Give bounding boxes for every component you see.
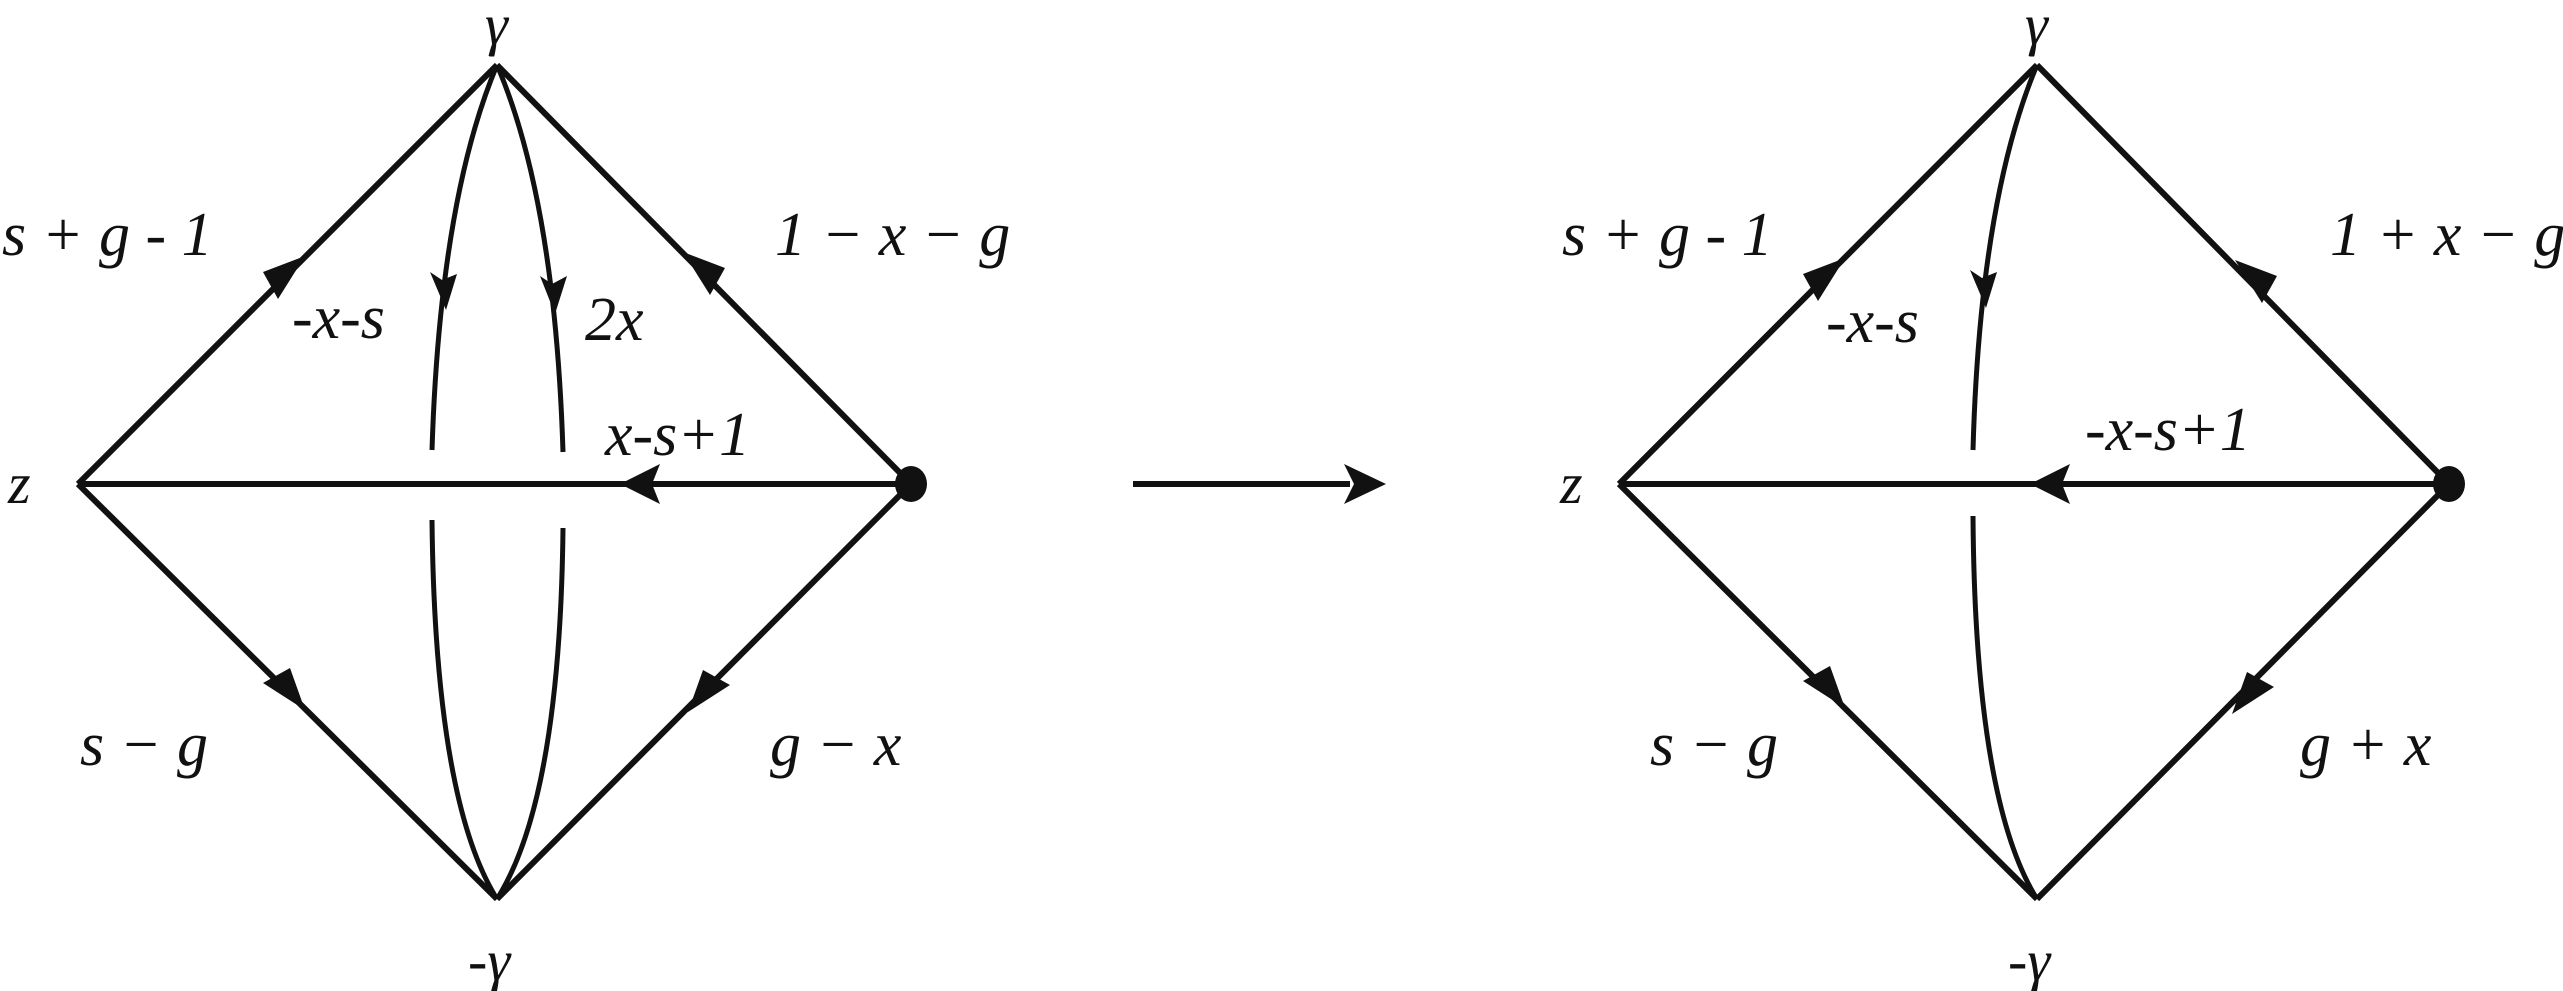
arrowhead-z-to-top-icon bbox=[263, 256, 305, 299]
edge-label-curve-right: 2x bbox=[585, 286, 644, 354]
arrowhead-curve-right-icon bbox=[540, 276, 567, 314]
edge-label-z-to-top: s + g - 1 bbox=[1562, 201, 1773, 269]
arrowhead-right-to-bottom-icon bbox=[688, 670, 730, 712]
edge-label-z-to-bottom: s − g bbox=[1650, 711, 1778, 779]
edge-label-right-to-bottom: g − x bbox=[770, 711, 902, 779]
transform-arrow-icon bbox=[1133, 464, 1386, 504]
arrowhead-z-to-top-icon bbox=[1803, 258, 1845, 301]
curve-left-lower bbox=[429, 519, 500, 901]
edge-label-z-to-top: s + g - 1 bbox=[2, 201, 213, 269]
arrowhead-z-to-bottom-icon bbox=[1803, 666, 1845, 708]
arrowhead-right-to-z-icon bbox=[620, 464, 660, 504]
arrowhead-z-to-bottom-icon bbox=[263, 668, 305, 710]
edge-label-right-to-bottom: g + x bbox=[2300, 711, 2432, 779]
arrowhead-right-to-top-icon bbox=[683, 252, 725, 295]
arrowhead-right-to-z-icon bbox=[2030, 464, 2070, 504]
vertex-dot-icon bbox=[2433, 466, 2465, 502]
curve-right-upper bbox=[494, 64, 566, 453]
edge-label-right-to-z: -x-s+1 bbox=[2085, 396, 2251, 464]
edge-label-right-to-z: x-s+1 bbox=[604, 401, 750, 469]
left-graph: γ z -γ s + g - 1 1 − x − g -x-s 2x x-s+1… bbox=[2, 0, 1010, 991]
edge-label-z-to-bottom: s − g bbox=[80, 711, 208, 779]
curve-left-lower bbox=[1970, 515, 2040, 901]
curve-right-lower bbox=[494, 527, 566, 901]
curve-left-upper bbox=[429, 64, 500, 451]
vertex-dot-icon bbox=[895, 466, 927, 502]
edge-label-right-to-top: 1 − x − g bbox=[775, 201, 1010, 269]
edge-label-right-to-top: 1 + x − g bbox=[2330, 201, 2563, 269]
edge-right-to-top bbox=[2034, 62, 2452, 487]
arrowhead-right-to-bottom-icon bbox=[2232, 672, 2274, 714]
vertex-label-top: γ bbox=[485, 0, 510, 57]
arrowhead-curve-left-icon bbox=[430, 272, 457, 310]
edge-label-curve-left: -x-s bbox=[1826, 288, 1919, 356]
vertex-label-bottom: -γ bbox=[468, 928, 512, 991]
vertex-label-z: z bbox=[1559, 451, 1583, 516]
right-graph: γ z -γ s + g - 1 1 + x − g -x-s -x-s+1 s… bbox=[1559, 0, 2563, 991]
arrowhead-curve-left-icon bbox=[1970, 270, 1997, 308]
vertex-label-top: γ bbox=[2025, 0, 2050, 57]
vertex-label-z: z bbox=[7, 451, 31, 516]
vertex-label-bottom: -γ bbox=[2008, 928, 2052, 991]
arrowhead-right-to-top-icon bbox=[2235, 260, 2277, 303]
edge-label-curve-left: -x-s bbox=[292, 284, 385, 352]
curve-left-upper bbox=[1970, 64, 2040, 451]
